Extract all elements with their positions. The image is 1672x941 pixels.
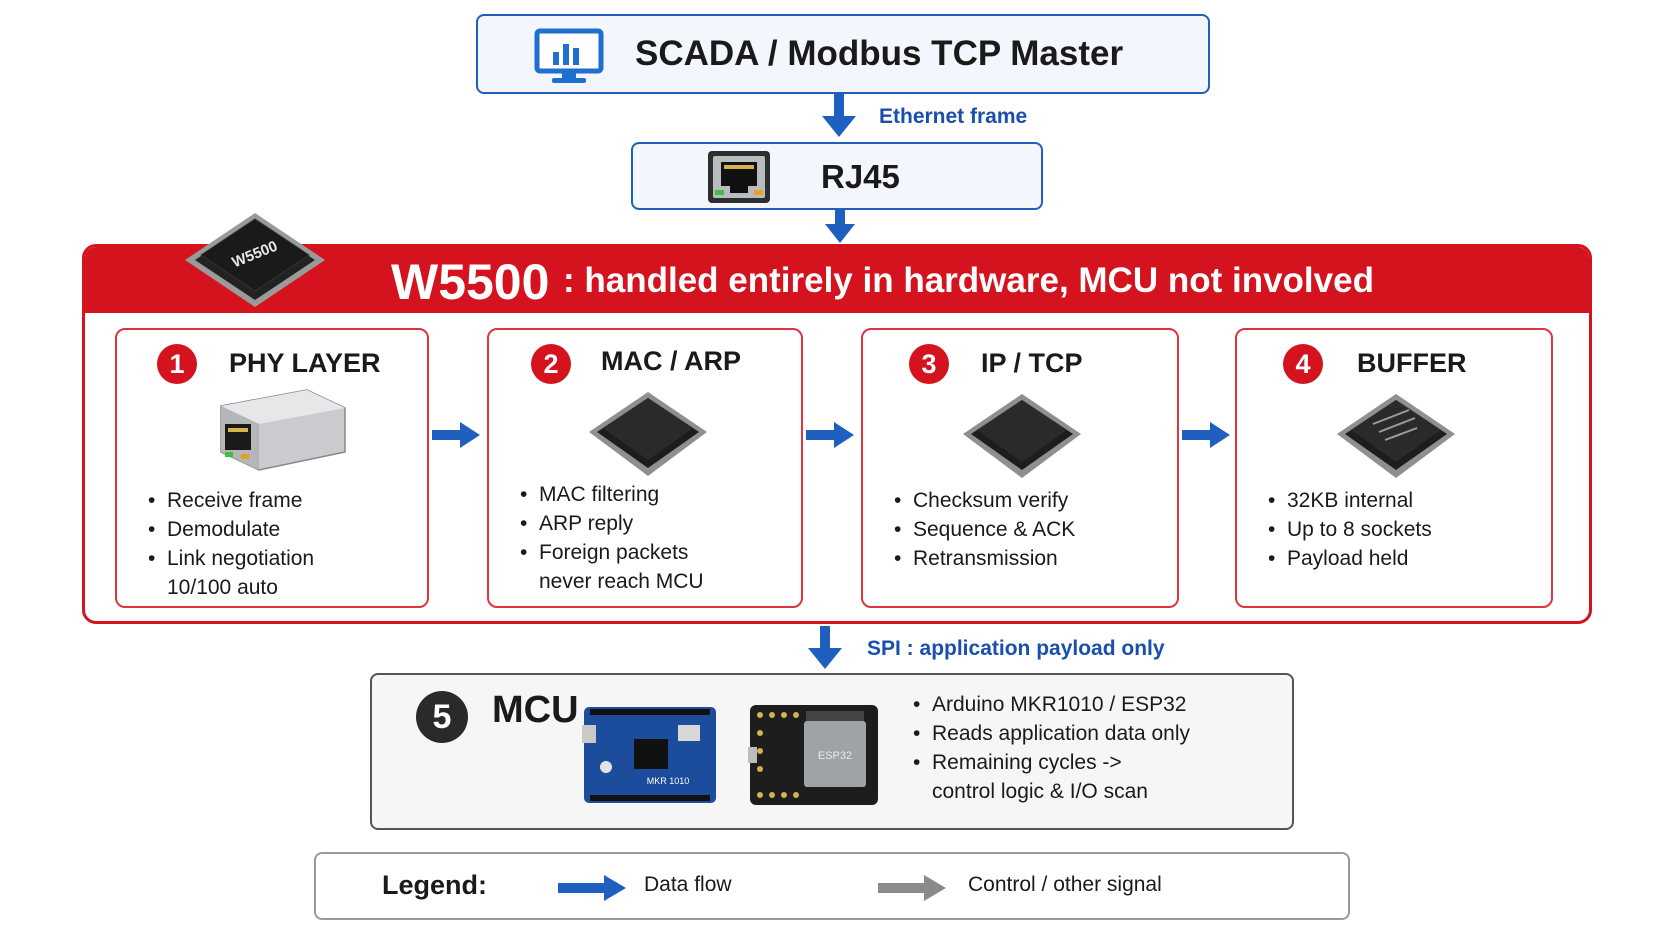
memory-chip-icon (1333, 388, 1459, 489)
bullet-item: Up to 8 sockets (1267, 515, 1432, 544)
bullet-item: Foreign packets never reach MCU (519, 538, 704, 596)
chip-icon (585, 386, 711, 487)
stage-number-badge: 1 (157, 344, 197, 384)
bullet-text: Link negotiation (167, 547, 315, 570)
board-label: MKR 1010 (647, 776, 690, 786)
down-arrow-icon (823, 210, 857, 244)
right-arrow-icon (806, 420, 854, 450)
bullet-item: ARP reply (519, 509, 704, 538)
bullet-item: 32KB internal (1267, 486, 1432, 515)
stage-ip-tcp: 3 IP / TCP Checksum verify Sequence & AC… (861, 328, 1179, 608)
bullet-item: Demodulate (147, 515, 314, 544)
bullet-text: Remaining cycles -> (932, 751, 1122, 774)
legend-box: Legend: Data flow Control / other signal (314, 852, 1350, 920)
stage-number-badge: 2 (531, 344, 571, 384)
bullet-continuation: control logic & I/O scan (932, 780, 1148, 803)
stage-bullets: 32KB internal Up to 8 sockets Payload he… (1267, 486, 1432, 573)
legend-data-flow-label: Data flow (644, 873, 732, 896)
stage-buffer: 4 BUFFER 32KB internal Up to 8 sockets P… (1235, 328, 1553, 608)
mcu-number-badge: 5 (416, 691, 468, 743)
stage-bullets: Receive frame Demodulate Link negotiatio… (147, 486, 314, 602)
rj45-connector-icon (211, 376, 351, 481)
stage-number-badge: 3 (909, 344, 949, 384)
mcu-bullets: Arduino MKR1010 / ESP32 Reads applicatio… (912, 670, 1190, 806)
bullet-item: Payload held (1267, 544, 1432, 573)
rj45-box: RJ45 (631, 142, 1043, 210)
stage-mac-arp: 2 MAC / ARP MAC filtering ARP reply Fore… (487, 328, 803, 608)
w5500-banner-main: W5500 (391, 254, 550, 310)
mcu-box: 5 MCU MKR 1010 ESP32 (370, 673, 1294, 830)
bullet-item: MAC filtering (519, 480, 704, 509)
bullet-item: Checksum verify (893, 486, 1075, 515)
bullet-continuation: never reach MCU (539, 570, 704, 593)
rj45-label: RJ45 (821, 158, 900, 195)
spi-label: SPI : application payload only (867, 637, 1165, 660)
bullet-item: Sequence & ACK (893, 515, 1075, 544)
w5500-chip-icon: W5500 (175, 205, 335, 320)
stage-title: MAC / ARP (601, 346, 741, 376)
bullet-continuation: 10/100 auto (167, 576, 278, 599)
bullet-item: Retransmission (893, 544, 1075, 573)
mcu-title: MCU (492, 689, 579, 731)
arduino-board-icon: MKR 1010 (580, 705, 718, 810)
right-arrow-icon (1182, 420, 1230, 450)
data-flow-arrow-icon (558, 874, 626, 907)
legend-control-label: Control / other signal (968, 873, 1162, 896)
stage-title: IP / TCP (981, 348, 1083, 378)
ethernet-port-icon (707, 150, 771, 209)
board-label: ESP32 (818, 750, 852, 762)
bullet-item: Arduino MKR1010 / ESP32 (912, 690, 1190, 719)
down-arrow-icon (806, 626, 844, 670)
stage-number-badge: 4 (1283, 344, 1323, 384)
right-arrow-icon (432, 420, 480, 450)
control-signal-arrow-icon (878, 874, 946, 907)
chip-icon (959, 388, 1085, 489)
stage-phy-layer: 1 PHY LAYER Receive frame Demodulate Lin… (115, 328, 429, 608)
scada-master-title: SCADA / Modbus TCP Master (635, 34, 1124, 73)
ethernet-frame-label: Ethernet frame (879, 105, 1028, 128)
stage-title: PHY LAYER (229, 348, 381, 378)
monitor-chart-icon (534, 28, 604, 89)
scada-master-box: SCADA / Modbus TCP Master (476, 14, 1210, 94)
stage-title: BUFFER (1357, 348, 1467, 378)
esp32-board-icon: ESP32 (747, 703, 880, 812)
legend-title: Legend: (382, 870, 487, 900)
bullet-item: Link negotiation 10/100 auto (147, 544, 314, 602)
bullet-text: Foreign packets (539, 541, 689, 564)
bullet-item: Reads application data only (912, 719, 1190, 748)
down-arrow-icon (820, 94, 858, 138)
stage-bullets: Checksum verify Sequence & ACK Retransmi… (893, 486, 1075, 573)
w5500-banner-sub: : handled entirely in hardware, MCU not … (563, 261, 1374, 300)
stage-bullets: MAC filtering ARP reply Foreign packets n… (519, 480, 704, 596)
bullet-item: Receive frame (147, 486, 314, 515)
w5500-banner: W5500 : handled entirely in hardware, MC… (85, 247, 1589, 313)
bullet-item: Remaining cycles -> control logic & I/O s… (912, 748, 1190, 806)
